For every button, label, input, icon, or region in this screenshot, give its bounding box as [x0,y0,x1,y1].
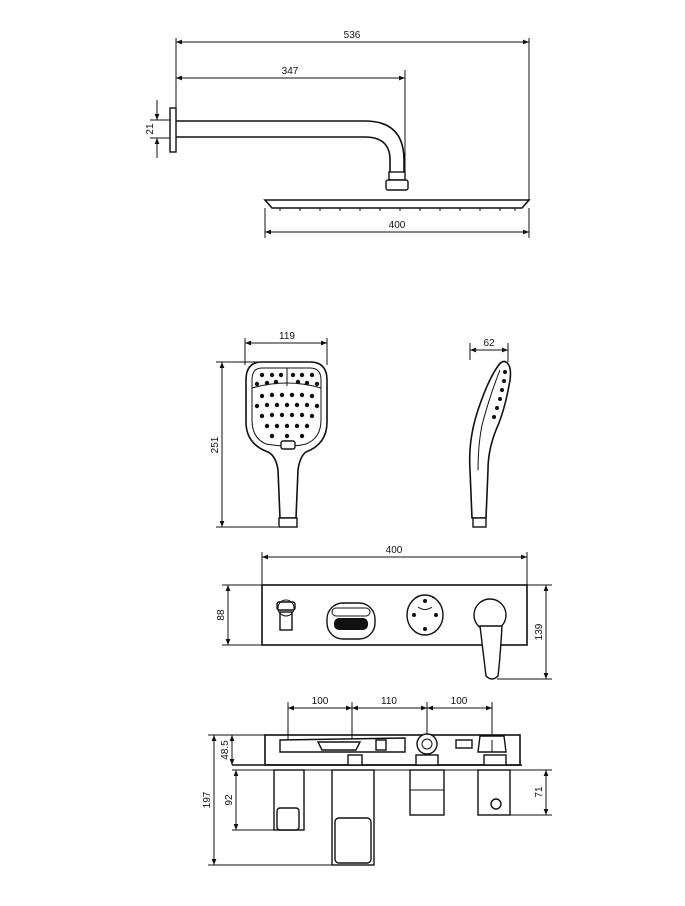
control-plate [261,584,528,646]
thermostat-knob [406,594,444,636]
dim-label-body-top-offset: 48.5 [220,740,231,760]
dim-label-body-total: 197 [202,791,213,808]
dim-label-handshower-length: 251 [210,436,221,453]
side-hose-connector [472,517,487,528]
hand-shower-side-outline [468,360,512,519]
control-plate-front-view: 400 88 139 [216,545,552,680]
dim-label-overhead-total: 536 [344,30,361,41]
dim-label-spacing-3: 100 [451,696,468,707]
dim-label-body-right: 71 [534,786,545,798]
dim-label-flange: 21 [145,123,156,135]
dim-label-handshower-depth: 62 [483,338,495,349]
side-nozzles [492,370,507,419]
hose-connector [278,517,298,528]
shower-arm [176,120,405,172]
dim-label-plate-total: 139 [534,623,545,640]
swivel-connector [388,171,406,181]
mixer-lever [473,598,507,680]
wall-flange [169,107,177,153]
dim-label-spacing-2: 110 [381,696,397,707]
diverter-button [326,602,376,640]
swivel-nut [385,179,409,191]
overhead-nozzles [279,208,516,211]
dim-label-arm-length: 347 [282,66,299,77]
dim-label-head-width: 400 [389,220,406,231]
hose-outlet [276,599,296,631]
thermostat-body-block [409,769,445,816]
thermostat-section [416,733,438,755]
dim-label-handshower-width: 119 [279,331,295,342]
spray-nozzles [254,372,320,439]
body-top-plate [264,734,521,766]
overhead-shower-view: 536 347 21 [145,30,531,238]
hand-shower-side-view: 62 [468,338,512,528]
dim-label-plate-width: 400 [386,545,403,556]
concealed-body-view: 100 110 100 197 [202,696,552,866]
dim-label-plate-left: 88 [216,609,227,621]
spray-mode-button [280,440,296,450]
dim-label-body-mid: 92 [224,794,235,806]
hand-shower-front-view: 119 251 [210,331,328,528]
dim-label-spacing-1: 100 [312,696,329,707]
overhead-shower-head [263,199,531,209]
